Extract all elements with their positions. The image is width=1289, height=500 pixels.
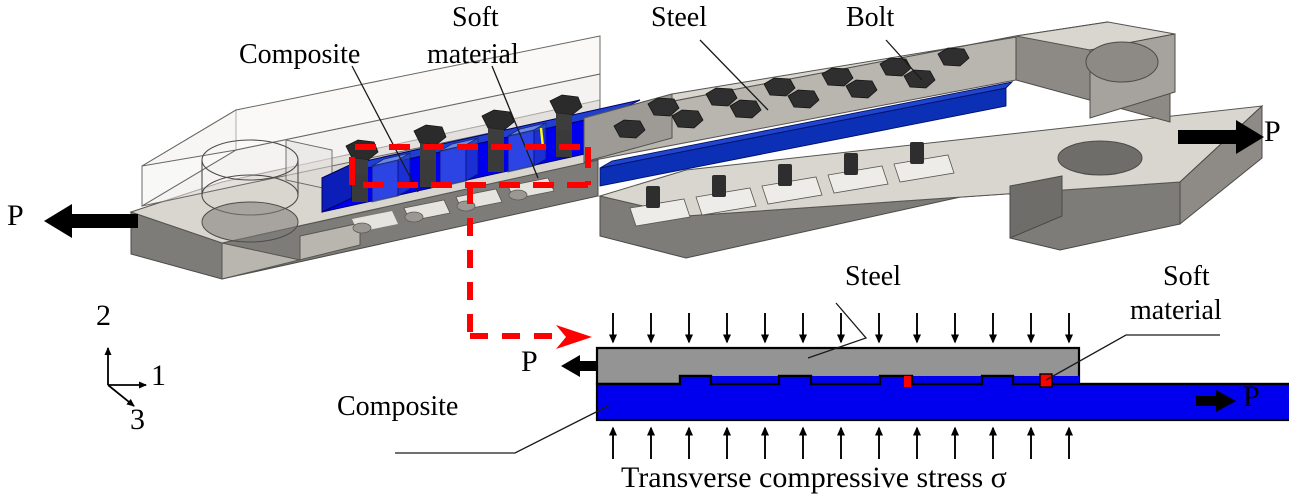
leader-soft-material	[491, 65, 539, 179]
label-detail-soft-material-line1: Soft	[1163, 261, 1210, 292]
label-bolt: Bolt	[846, 2, 895, 33]
mid-bolts-row	[646, 142, 924, 208]
detail-leader-lines	[395, 302, 1220, 454]
steel-plate-bolts-back-row	[613, 69, 936, 139]
label-detail-steel: Steel	[845, 261, 901, 292]
label-detail-soft-material-line2: material	[1130, 295, 1222, 326]
label-axis-3: 3	[130, 403, 145, 436]
steel-plate-bolts-front-row	[647, 47, 970, 117]
label-detail-load-left: P	[521, 345, 538, 378]
label-axis-1: 1	[151, 359, 166, 392]
leader-bolt	[885, 39, 923, 81]
right-lower-grip	[598, 104, 1264, 259]
leader-composite	[351, 65, 419, 193]
red-callout-arrowhead	[556, 325, 592, 349]
label-composite: Composite	[239, 39, 361, 70]
coordinate-axes	[104, 347, 147, 407]
leader-steel	[699, 39, 769, 111]
label-load-right: P	[1264, 115, 1281, 148]
label-steel: Steel	[651, 2, 707, 33]
soft-material-sliver-2	[1039, 373, 1053, 388]
label-detail-composite: Composite	[337, 391, 459, 422]
leader-detail-steel	[807, 302, 868, 359]
label-axis-2: 2	[96, 299, 111, 332]
detail-load-arrow-left	[561, 355, 597, 377]
load-arrow-right	[1178, 120, 1264, 154]
soft-material-sliver-1	[904, 376, 911, 387]
axis-3-arrow	[107, 384, 135, 407]
caption-transverse-stress: Transverse compressive stress σ	[621, 461, 1007, 494]
load-arrow-left	[44, 204, 138, 238]
label-soft-material-line1: Soft	[452, 2, 499, 33]
detail-composite-bar	[595, 382, 1289, 422]
right-grip-teeth	[629, 154, 955, 227]
assembly-3d-view	[44, 21, 1264, 407]
label-detail-load-right: P	[1243, 380, 1260, 413]
red-callout-pointer	[467, 186, 560, 339]
leader-detail-composite	[395, 404, 611, 454]
compressive-arrows-bottom	[609, 426, 1073, 459]
leader-detail-soft-material	[1045, 334, 1220, 381]
compressive-arrows-top	[609, 313, 1073, 344]
detail-cross-section-view	[395, 302, 1289, 459]
detail-interface-profile	[597, 374, 1289, 386]
label-soft-material-line2: material	[427, 39, 519, 70]
composite-under-steel	[599, 81, 1014, 187]
upper-steel-plate	[583, 21, 1176, 163]
label-load-left: P	[7, 199, 24, 232]
red-callout-box	[349, 144, 591, 188]
detail-load-arrow-right-visible	[1196, 390, 1236, 412]
assembly-leader-lines	[351, 39, 923, 193]
